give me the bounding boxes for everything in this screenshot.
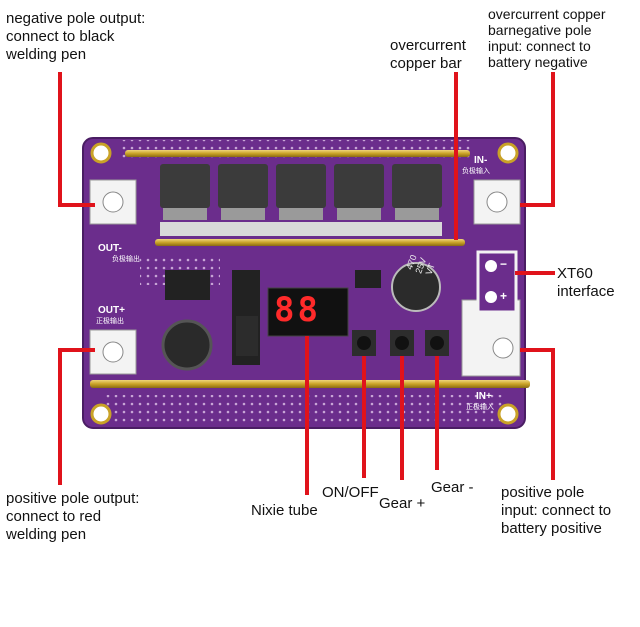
silk-out-pos-cn: 正极输出: [96, 318, 124, 326]
pad-out-pos-hole: [103, 342, 123, 362]
mosfet-row: [160, 164, 442, 236]
mount-hole-br: [499, 405, 517, 423]
silk-in-neg: IN-: [474, 156, 487, 166]
pad-out-neg-hole: [103, 192, 123, 212]
xt60-plus-sign: +: [500, 290, 507, 302]
label-neg-in: overcurrent copper barnegative pole inpu…: [488, 6, 606, 70]
silk-out-neg: OUT-: [98, 244, 122, 254]
regulator: [355, 270, 381, 288]
mount-hole-tr: [499, 144, 517, 162]
silk-in-neg-cn: 负极输入: [462, 168, 490, 176]
label-nixie: Nixie tube: [251, 502, 318, 520]
mount-hole-tl: [92, 144, 110, 162]
label-pos-out: positive pole output: connect to red wel…: [6, 490, 139, 544]
label-pos-in: positive pole input: connect to battery …: [501, 484, 611, 538]
label-onoff: ON/OFF: [322, 484, 379, 502]
label-gear-minus: Gear -: [431, 479, 474, 497]
label-gear-plus: Gear +: [379, 495, 425, 513]
silk-out-pos: OUT+: [98, 306, 125, 316]
mount-hole-bl: [92, 405, 110, 423]
copper-bar-bottom: [90, 380, 530, 388]
button-gear-minus-cap: [430, 336, 444, 350]
silk-in-pos-cn: 正极输入: [466, 404, 494, 412]
nixie-digits: 88: [274, 290, 321, 330]
ic-chip-left: [165, 270, 210, 300]
label-neg-out: negative pole output: connect to black w…: [6, 10, 145, 64]
copper-bar-mid: [155, 239, 465, 246]
label-xt60: XT60 interface: [557, 265, 615, 301]
xt60-hole-neg: [485, 260, 497, 272]
button-onoff-cap: [357, 336, 371, 350]
button-gear-plus-cap: [395, 336, 409, 350]
silk-in-pos: IN+: [476, 392, 492, 402]
silk-out-neg-cn: 负极输出: [112, 256, 140, 264]
xt60-footprint: [478, 252, 516, 312]
pad-in-pos-hole: [493, 338, 513, 358]
xt60-hole-pos: [485, 291, 497, 303]
xt60-minus-sign: −: [500, 258, 507, 270]
pad-in-neg-hole: [487, 192, 507, 212]
inductor: [163, 321, 211, 369]
copper-bar-top: [125, 150, 470, 157]
label-copper-bar: overcurrent copper bar: [390, 37, 466, 73]
ic-chip-mid-2: [236, 316, 258, 356]
